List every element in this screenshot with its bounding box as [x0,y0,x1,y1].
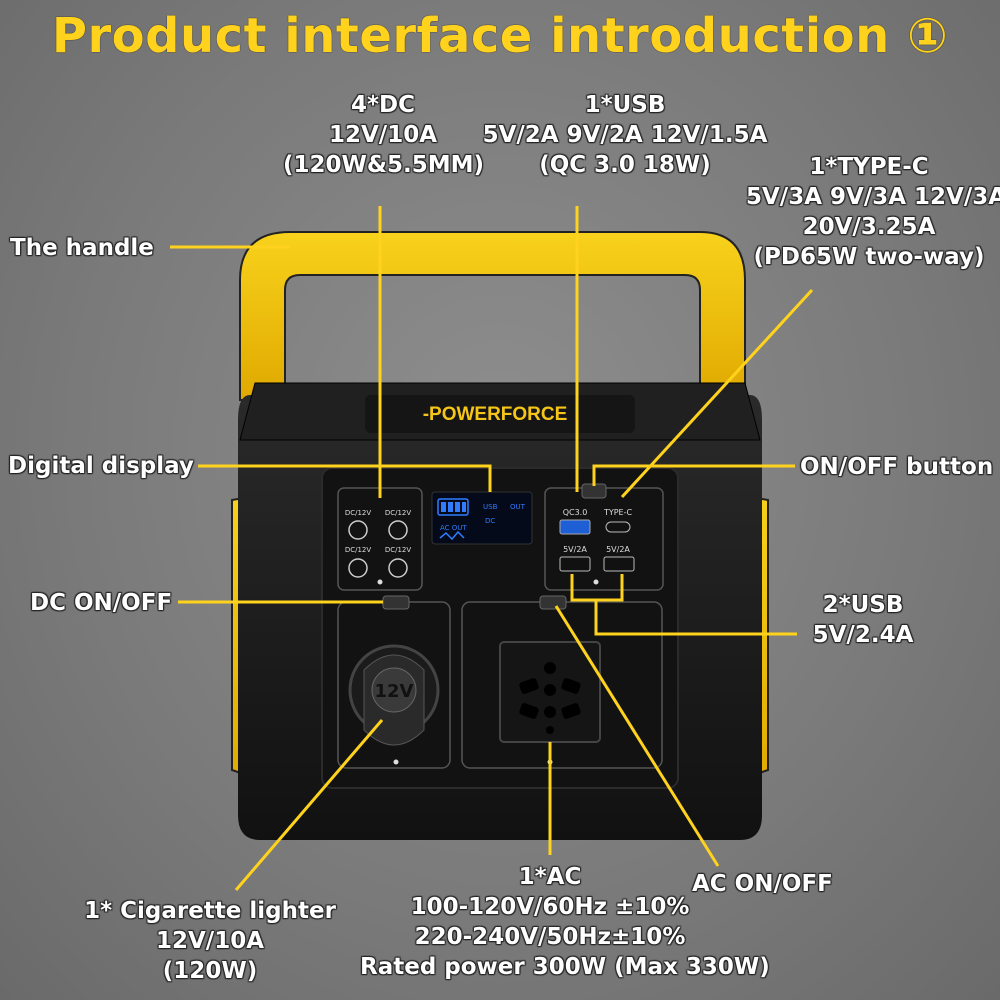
power-button [581,483,607,499]
dc-port-label-1: DC/12V [345,509,372,517]
dc-ports [348,520,408,578]
label-dc-onoff: DC ON/OFF [30,590,173,616]
leader-onoff [592,464,795,486]
leader-cig [234,719,384,891]
label-cig: 1* Cigarette lighter 12V/10A (120W) [84,898,336,984]
display-ac-out: AC OUT [440,524,467,532]
usb-port-1 [559,556,591,572]
usb-label-2: 5V/2A [606,545,630,554]
battery-icon [437,498,469,516]
typec-label: TYPE-C [603,508,633,517]
leader-usb2-b [594,600,797,636]
page-title: Product interface introduction ① [51,8,949,64]
display-graph [439,530,465,541]
usb-label-1: 5V/2A [563,545,587,554]
handle [239,231,746,401]
brand-text: -POWERFORCE [423,404,568,425]
label-dc: 4*DC 12V/10A (120W&5.5MM) [283,92,484,178]
typec-port [605,521,631,533]
leader-lines [170,206,814,891]
dc-port-label-3: DC/12V [345,546,372,554]
leader-typec [620,288,814,499]
dc-port-label-4: DC/12V [385,546,412,554]
cig-text: 12V [375,681,414,702]
display-out: OUT [510,503,526,511]
dc-port-label-2: DC/12V [385,509,412,517]
label-ac-onoff: AC ON/OFF [692,871,833,897]
digital-display [431,491,533,545]
label-display: Digital display [8,453,194,479]
label-ac: 1*AC 100-120V/60Hz ±10% 220-240V/50Hz±10… [360,864,770,980]
dc-switch [382,595,410,610]
label-typec: 1*TYPE-C 5V/3A 9V/3A 12V/3A 20V/3.25A (P… [746,154,1000,270]
display-dc: DC [485,517,495,525]
dc-indicator-dot [377,579,383,585]
brand-band [365,395,635,433]
usb-port-2 [603,556,635,572]
qc-port [559,519,591,535]
ac-switch [539,595,567,610]
label-onoff: ON/OFF button [800,454,994,480]
usb-indicator-dot [593,579,599,585]
label-handle: The handle [10,235,154,261]
qc-label: QC3.0 [563,508,588,517]
display-usb: USB [483,503,498,511]
label-usb2: 2*USB 5V/2.4A [812,592,914,648]
label-usb: 1*USB 5V/2A 9V/2A 12V/1.5A (QC 3.0 18W) [482,92,768,178]
leader-display [198,464,492,492]
leader-ac-onoff [554,605,720,867]
